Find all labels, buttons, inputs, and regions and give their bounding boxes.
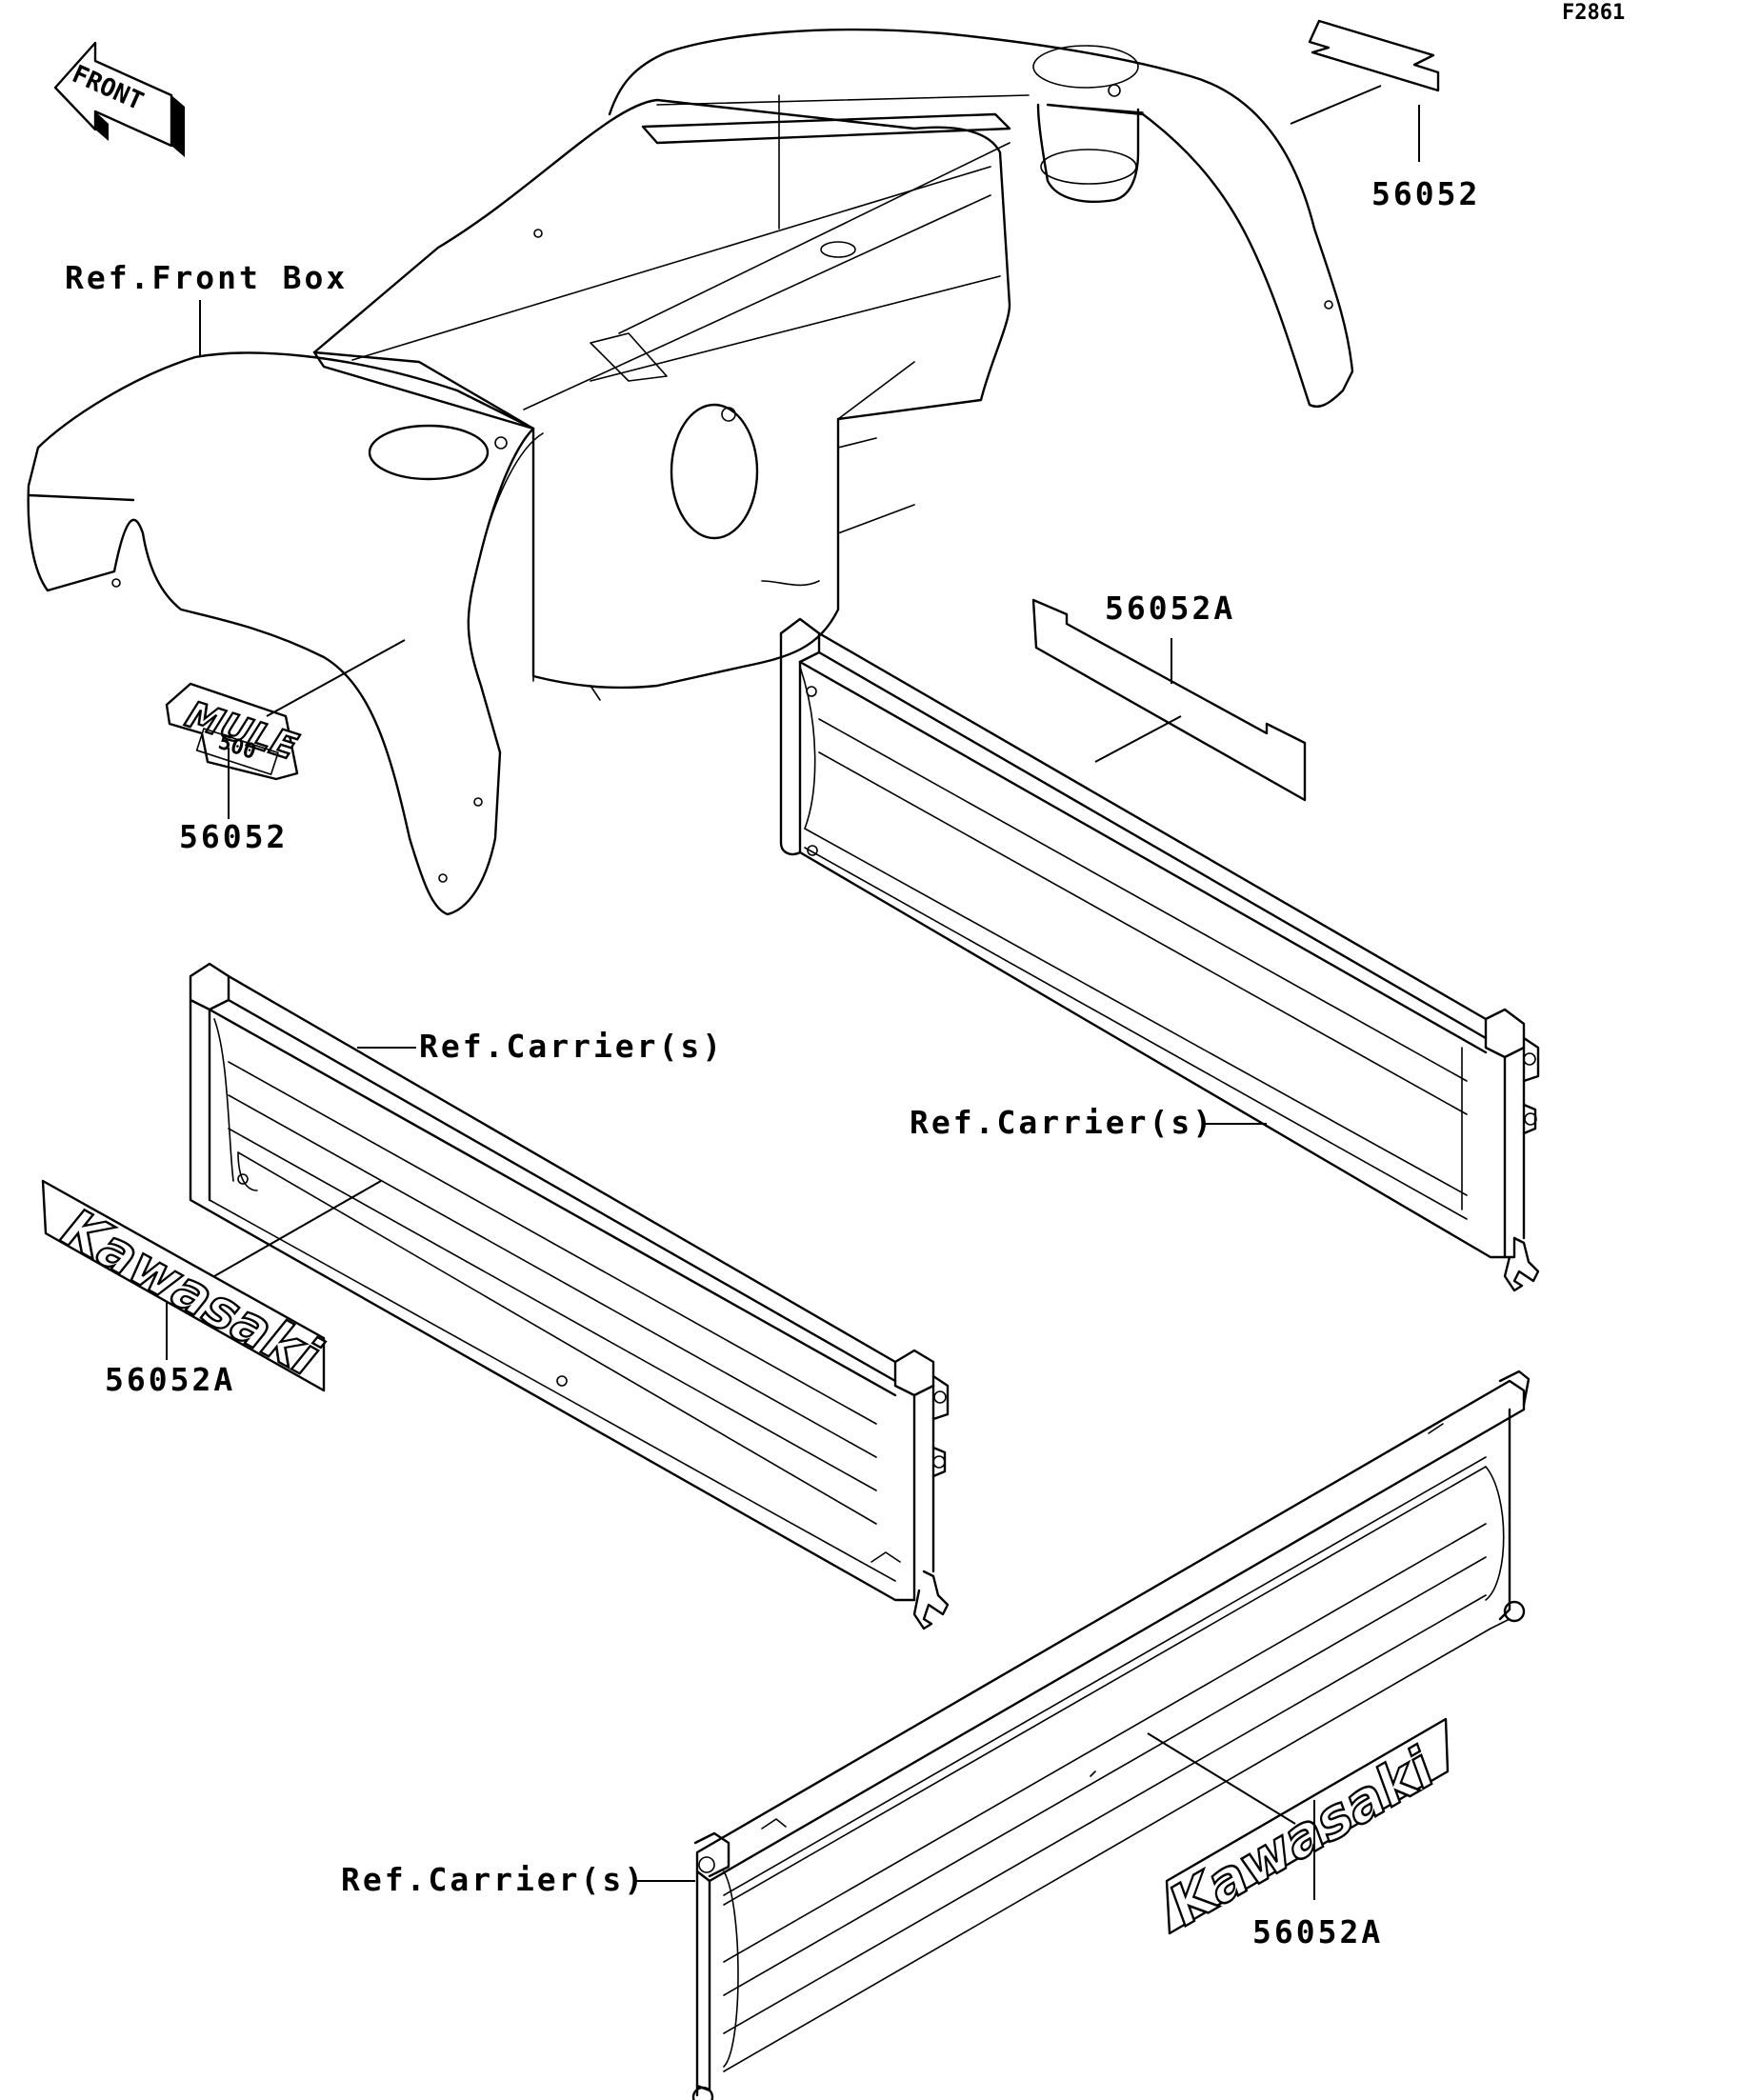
label-56052-mule: 56052 <box>179 818 288 855</box>
decal-kawasaki-bottom-text: Kawasaki <box>1163 1732 1440 1941</box>
label-56052a-left: 56052A <box>105 1361 235 1398</box>
figure-code: F2861 <box>1562 1 1625 25</box>
carrier-panel-left <box>189 962 950 1630</box>
label-ref-carrier-left: Ref.Carrier(s) <box>419 1028 724 1065</box>
decal-mule: MULE 500 <box>165 639 406 819</box>
decal-kawasaki-bottom: Kawasaki <box>1147 1717 1450 1942</box>
label-ref-front-box: Ref.Front Box <box>65 259 348 296</box>
label-56052a-panel: 56052A <box>1105 590 1235 627</box>
tailgate <box>691 1370 1531 2100</box>
decal-56052a-panel <box>1031 598 1307 802</box>
decal-kawasaki-left-text: Kawasaki <box>47 1200 334 1386</box>
front-box-body <box>27 28 1354 916</box>
label-ref-carrier-right: Ref.Carrier(s) <box>910 1104 1214 1141</box>
carrier-panel-right <box>779 617 1540 1292</box>
label-56052-top: 56052 <box>1371 175 1480 212</box>
decal-56052-top <box>1290 19 1440 162</box>
label-56052a-bottom: 56052A <box>1252 1913 1383 1950</box>
front-arrow-label: FRONT <box>68 60 148 116</box>
label-ref-carrier-tailgate: Ref.Carrier(s) <box>341 1861 646 1898</box>
front-arrow-icon: FRONT <box>53 41 185 157</box>
